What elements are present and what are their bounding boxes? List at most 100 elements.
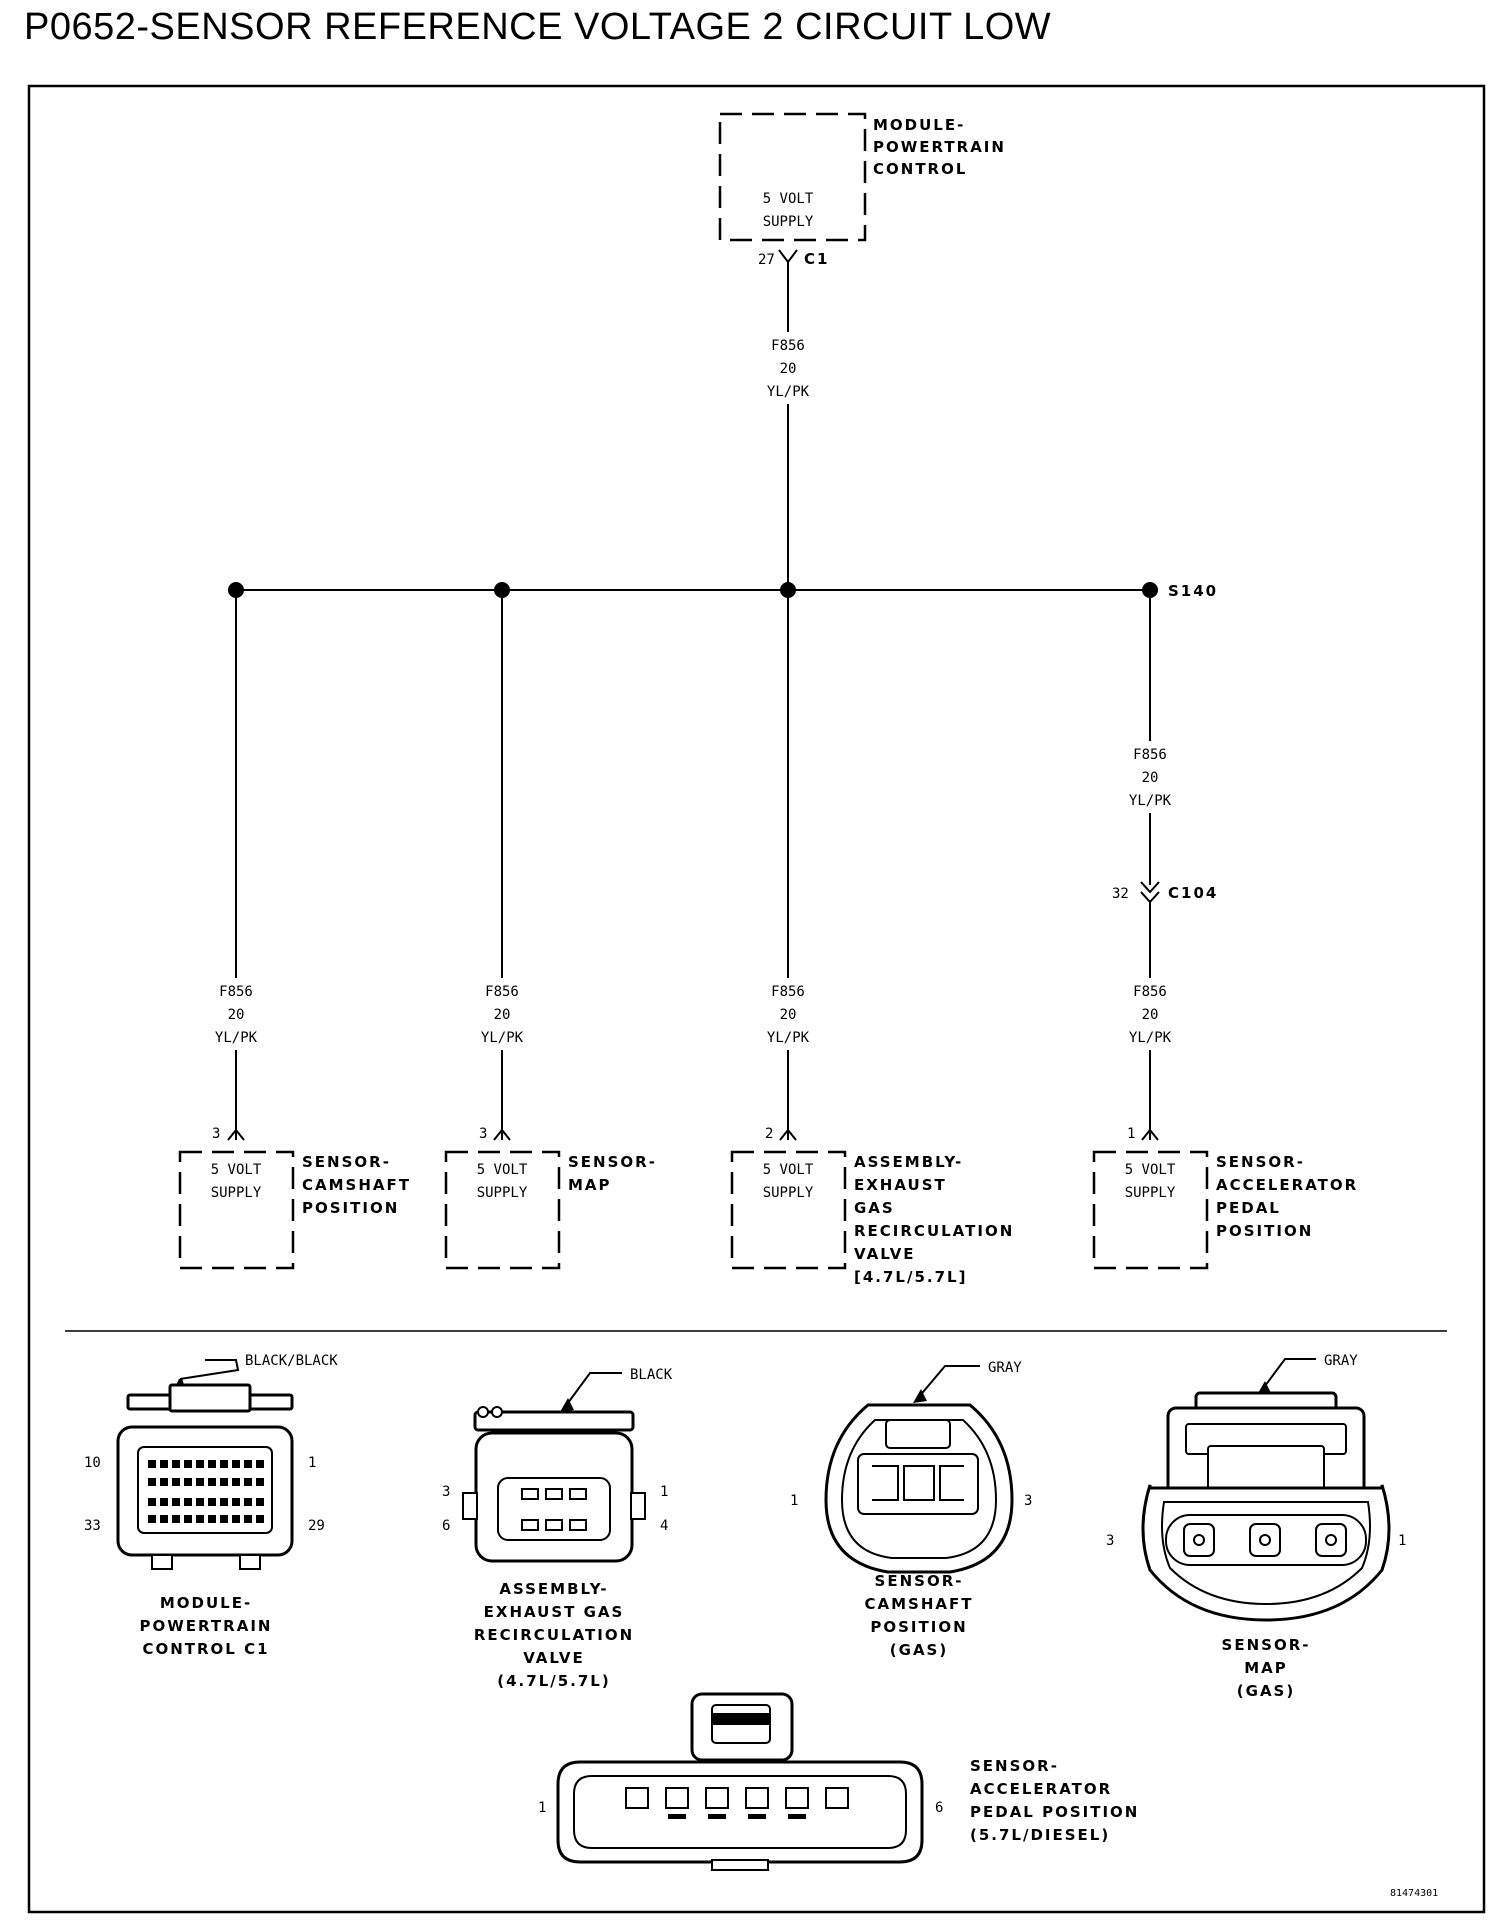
pcm-connector-c1: 27 C1 (758, 249, 829, 268)
component-supply-2: SUPPLY (211, 1185, 262, 1201)
component-pin: 1 (1127, 1126, 1135, 1142)
pcm-supply-1: 5 VOLT (763, 191, 814, 207)
pcm-name-3: CONTROL (873, 160, 967, 178)
pin-label: 29 (308, 1518, 325, 1534)
component-name: VALVE (854, 1245, 916, 1263)
connector-view-camshaft: GRAY 1 3 SENSOR- CAMSHAFT POSITION (GAS) (790, 1360, 1032, 1659)
wire-gauge: 20 (228, 1007, 245, 1023)
wire-label-trunk: F856 20 YL/PK (760, 332, 816, 404)
connector-view-egr: BLACK 3 1 6 4 ASSEMBLY- EXHAUST GAS RECI… (442, 1367, 673, 1690)
pin-label: 33 (84, 1518, 101, 1534)
wire-circuit: F856 (485, 984, 519, 1000)
component-supply-1: 5 VOLT (211, 1162, 262, 1178)
pin-grid (148, 1460, 264, 1523)
wire-color: YL/PK (1129, 1030, 1172, 1046)
wire-circuit: F856 (219, 984, 253, 1000)
wire-gauge: 20 (1142, 770, 1159, 786)
component-name: POSITION (302, 1199, 399, 1217)
component-name: CAMSHAFT (302, 1176, 411, 1194)
wire-circuit: F856 (1133, 747, 1167, 763)
inline-connector-c104: 32 C104 (1112, 881, 1216, 904)
component-supply-1: 5 VOLT (477, 1162, 528, 1178)
connector-name: SENSOR- (970, 1757, 1059, 1775)
connector-name: (GAS) (890, 1641, 948, 1659)
component-pin: 2 (765, 1126, 773, 1142)
wire-color: YL/PK (481, 1030, 524, 1046)
component-supply-2: SUPPLY (763, 1185, 814, 1201)
pin-label: 1 (538, 1800, 546, 1816)
component-map-sensor: 3 5 VOLT SUPPLY SENSOR- MAP (444, 1126, 655, 1270)
pin-label: 6 (935, 1800, 943, 1816)
connector-name: CAMSHAFT (865, 1595, 974, 1613)
component-supply-2: SUPPLY (477, 1185, 528, 1201)
splice-dot (494, 582, 510, 598)
splice-label: S140 (1168, 582, 1218, 600)
connector-name: ACCELERATOR (970, 1780, 1112, 1798)
component-name: RECIRCULATION (854, 1222, 1014, 1240)
pcm-name-2: POWERTRAIN (873, 138, 1006, 156)
wire-label-egr: F856 20 YL/PK (760, 978, 816, 1050)
component-supply-1: 5 VOLT (763, 1162, 814, 1178)
wire-color: YL/PK (1129, 793, 1172, 809)
wire-gauge: 20 (780, 361, 797, 377)
wire-label-map: F856 20 YL/PK (474, 978, 530, 1050)
c104-pin: 32 (1112, 886, 1129, 902)
pin-label: 3 (1024, 1493, 1032, 1509)
component-name: PEDAL (1216, 1199, 1281, 1217)
component-name: SENSOR- (1216, 1153, 1305, 1171)
wire-label-app-upper: F856 20 YL/PK (1122, 741, 1178, 813)
connector-name: CONTROL C1 (142, 1640, 269, 1658)
component-name: GAS (854, 1199, 895, 1217)
component-supply-2: SUPPLY (1125, 1185, 1176, 1201)
pin-label: 1 (790, 1493, 798, 1509)
component-supply-1: 5 VOLT (1125, 1162, 1176, 1178)
connector-view-app: 1 6 SENSOR- ACCELERATOR PEDAL POSITION (… (538, 1692, 1139, 1871)
splice-dot (1142, 582, 1158, 598)
connector-color: GRAY (988, 1360, 1022, 1376)
wire-circuit: F856 (1133, 984, 1167, 1000)
wire-color: YL/PK (767, 1030, 810, 1046)
pcm-connector-name: C1 (804, 250, 829, 268)
wires (235, 262, 1151, 1140)
wire-gauge: 20 (1142, 1007, 1159, 1023)
pcm-name-1: MODULE- (873, 116, 965, 134)
component-name: EXHAUST (854, 1176, 947, 1194)
component-name: ASSEMBLY- (854, 1153, 963, 1171)
connector-name: ASSEMBLY- (499, 1580, 608, 1598)
pin-label: 1 (1398, 1533, 1406, 1549)
connector-name: MAP (1244, 1659, 1288, 1677)
connector-name: VALVE (523, 1649, 585, 1667)
wire-circuit: F856 (771, 338, 805, 354)
connector-name: SENSOR- (875, 1572, 964, 1590)
connector-name: POWERTRAIN (140, 1617, 273, 1635)
wire-label-cmp: F856 20 YL/PK (208, 978, 264, 1050)
pin-label: 6 (442, 1518, 450, 1534)
connector-name: RECIRCULATION (474, 1626, 634, 1644)
pin-label: 3 (1106, 1533, 1114, 1549)
pcm-supply-2: SUPPLY (763, 214, 814, 230)
wire-gauge: 20 (494, 1007, 511, 1023)
connector-name: POSITION (870, 1618, 967, 1636)
component-name: SENSOR- (302, 1153, 391, 1171)
component-egr-valve: 2 5 VOLT SUPPLY ASSEMBLY- EXHAUST GAS RE… (730, 1126, 1014, 1286)
pcm-module: MODULE- POWERTRAIN CONTROL 5 VOLT SUPPLY (718, 112, 1006, 242)
connector-name: (4.7L/5.7L) (497, 1672, 610, 1690)
connector-color: BLACK/BLACK (245, 1353, 338, 1369)
component-name: [4.7L/5.7L] (854, 1268, 967, 1286)
connector-name: EXHAUST GAS (484, 1603, 625, 1621)
connector-view-map: GRAY 3 1 SENSOR- MAP (GAS) (1106, 1353, 1406, 1700)
component-pin: 3 (479, 1126, 487, 1142)
connector-name: MODULE- (160, 1594, 252, 1612)
pin-label: 3 (442, 1484, 450, 1500)
component-name: POSITION (1216, 1222, 1313, 1240)
pin-label: 10 (84, 1455, 101, 1471)
wire-color: YL/PK (215, 1030, 258, 1046)
connector-name: PEDAL POSITION (970, 1803, 1139, 1821)
page-title: P0652-SENSOR REFERENCE VOLTAGE 2 CIRCUIT… (24, 6, 1052, 48)
splice-dot (228, 582, 244, 598)
connector-color: GRAY (1324, 1353, 1358, 1369)
splice-dot (780, 582, 796, 598)
component-camshaft-sensor: 3 5 VOLT SUPPLY SENSOR- CAMSHAFT POSITIO… (178, 1126, 411, 1270)
component-pin: 3 (212, 1126, 220, 1142)
